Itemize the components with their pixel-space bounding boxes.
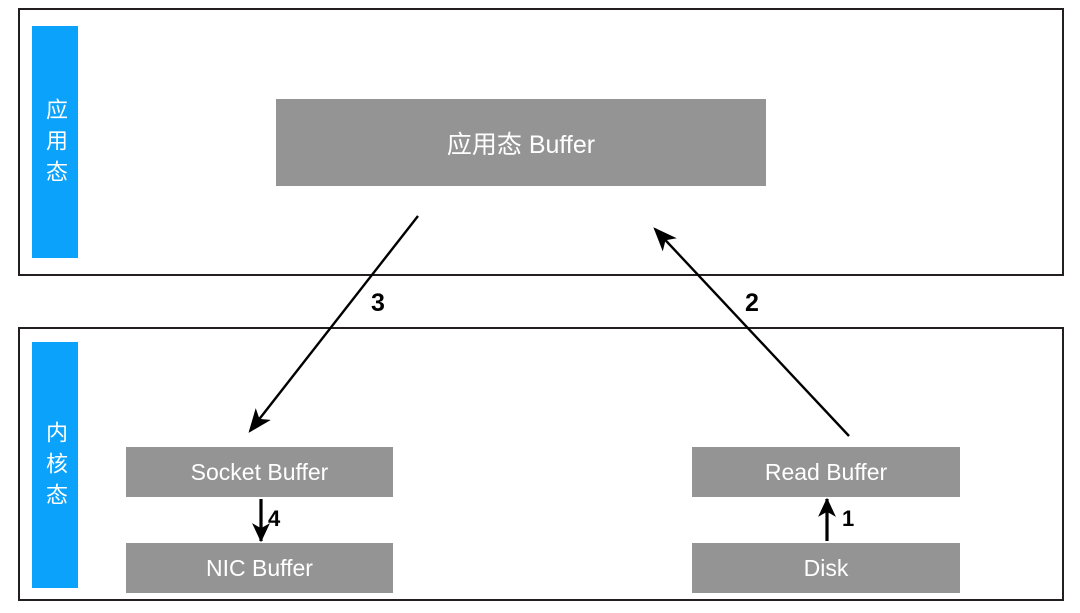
arrow-3-label: 3 — [371, 289, 385, 317]
application-mode-label: 应用态 — [32, 26, 78, 258]
arrow-1-label: 1 — [842, 506, 855, 531]
application-mode-section — [18, 8, 1064, 276]
kernel-mode-section — [18, 327, 1064, 601]
arrow-2-label: 2 — [745, 289, 759, 317]
disk-box: Disk — [692, 543, 960, 593]
read-buffer-box: Read Buffer — [692, 447, 960, 497]
kernel-mode-label: 内核态 — [32, 342, 78, 588]
arrow-4-label: 4 — [268, 506, 281, 531]
socket-buffer-box: Socket Buffer — [126, 447, 393, 497]
app-buffer-box: 应用态 Buffer — [276, 99, 766, 186]
nic-buffer-box: NIC Buffer — [126, 543, 393, 593]
